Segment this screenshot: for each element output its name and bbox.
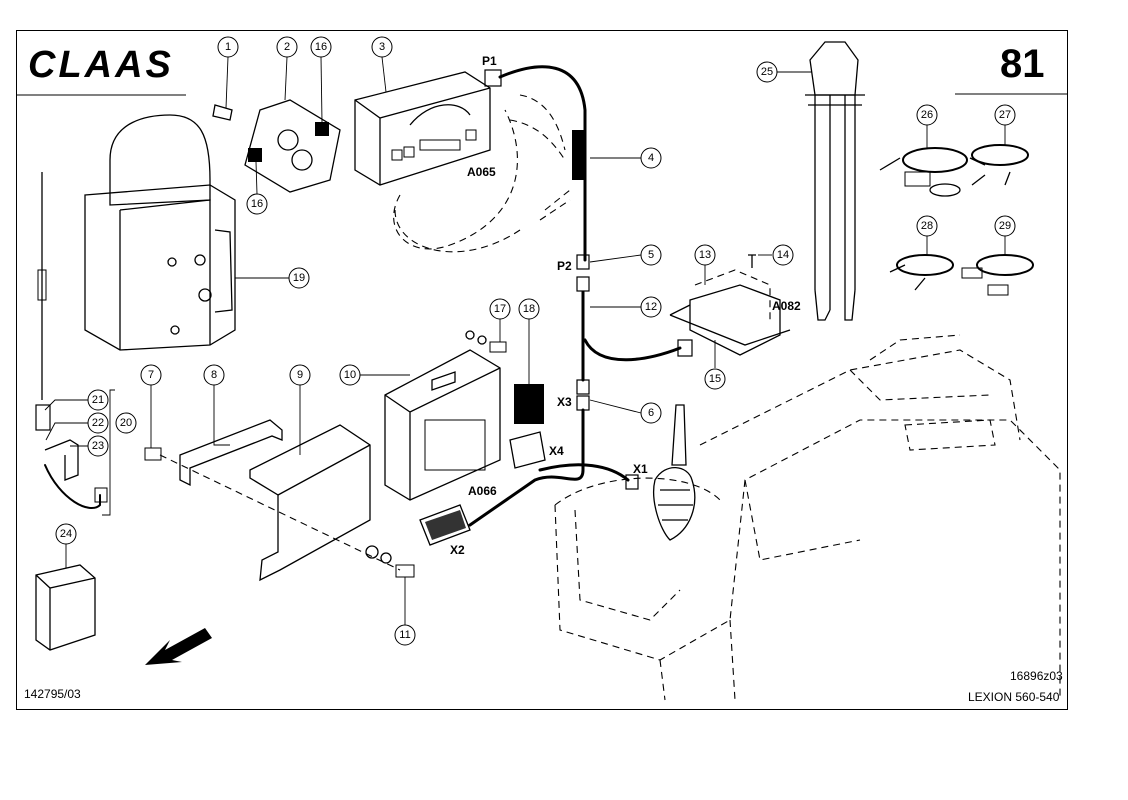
callout-number: 20 [120,417,132,429]
callout-number: 26 [921,109,933,121]
callout-number: 27 [999,109,1011,121]
display-module-a065 [354,71,521,253]
callout-16b: 16 [246,193,268,215]
callout-number: 16 [315,41,327,53]
direction-arrow [145,628,212,665]
label-x4: X4 [549,444,564,458]
callout-5: 5 [640,244,662,266]
reference-number: 142795/03 [24,687,81,701]
cable-28 [889,254,954,291]
callout-number: 3 [379,41,385,53]
callout-22: 22 [87,412,109,434]
callout-11: 11 [394,624,416,646]
bracket-8 [179,419,283,487]
callout-19: 19 [288,267,310,289]
callout-13: 13 [694,244,716,266]
label-a066: A066 [468,484,497,498]
callout-20: 20 [115,412,137,434]
callout-number: 29 [999,220,1011,232]
callout-number: 14 [777,249,789,261]
callout-16a: 16 [310,36,332,58]
callout-number: 19 [293,272,305,284]
callout-number: 5 [648,249,654,261]
connector-x2 [419,504,471,546]
cable-29 [961,254,1034,296]
callout-10: 10 [339,364,361,386]
callout-3: 3 [371,36,393,58]
callout-number: 4 [648,152,654,164]
callout-2: 2 [276,36,298,58]
callout-21: 21 [87,389,109,411]
callout-number: 10 [344,369,356,381]
claas-logo: CLAAS [28,44,174,86]
callout-26: 26 [916,104,938,126]
cab-console-outline [554,334,1061,701]
callout-number: 8 [211,369,217,381]
callout-18: 18 [518,298,540,320]
callout-number: 7 [148,369,154,381]
callout-29: 29 [994,215,1016,237]
cable-27 [969,144,1029,186]
callout-15: 15 [704,368,726,390]
callout-24: 24 [55,523,77,545]
callout-number: 25 [761,66,773,78]
drawing-code: 16896z03 [1010,669,1063,683]
callout-12: 12 [640,296,662,318]
relay-18 [509,384,546,469]
callout-6: 6 [640,402,662,424]
callout-4: 4 [640,147,662,169]
bracket-9 [249,424,371,582]
drawing-frame [16,30,1068,710]
cable-harness [468,65,693,527]
callout-number: 22 [92,417,104,429]
cable-26 [879,147,968,197]
antenna-assembly [35,172,108,510]
callout-number: 1 [225,41,231,53]
page-number: 81 [1000,42,1045,86]
control-unit-a066 [384,349,501,501]
callout-number: 15 [709,373,721,385]
callout-9: 9 [289,364,311,386]
module-a082 [669,269,791,356]
model-name: LEXION 560-540 [968,690,1060,704]
label-p2: P2 [557,259,572,273]
label-a082: A082 [772,299,801,313]
callout-23: 23 [87,435,109,457]
bracket-2 [212,99,341,193]
callout-1: 1 [217,36,239,58]
callout-number: 23 [92,440,104,452]
callout-7: 7 [140,364,162,386]
callout-number: 6 [648,407,654,419]
label-x3: X3 [557,395,572,409]
rotating-beacon-19 [84,114,236,351]
label-p1: P1 [482,54,497,68]
joystick [653,404,696,541]
label-x2: X2 [450,543,465,557]
callout-number: 18 [523,303,535,315]
tripod-25 [805,41,865,321]
callout-27: 27 [994,104,1016,126]
leader-lines [44,56,1006,625]
callout-14: 14 [772,244,794,266]
callout-number: 28 [921,220,933,232]
callout-number: 17 [494,303,506,315]
callout-25: 25 [756,61,778,83]
callout-number: 2 [284,41,290,53]
box-24 [35,564,96,651]
callout-28: 28 [916,215,938,237]
callout-8: 8 [203,364,225,386]
callout-number: 16 [251,198,263,210]
callout-number: 12 [645,301,657,313]
callout-number: 21 [92,394,104,406]
label-x1: X1 [633,462,648,476]
callout-number: 9 [297,369,303,381]
callout-number: 11 [399,629,410,641]
assembly-axis-line [159,454,401,571]
callout-number: 13 [699,249,711,261]
label-a065: A065 [467,165,496,179]
callout-17: 17 [489,298,511,320]
callout-number: 24 [60,528,72,540]
